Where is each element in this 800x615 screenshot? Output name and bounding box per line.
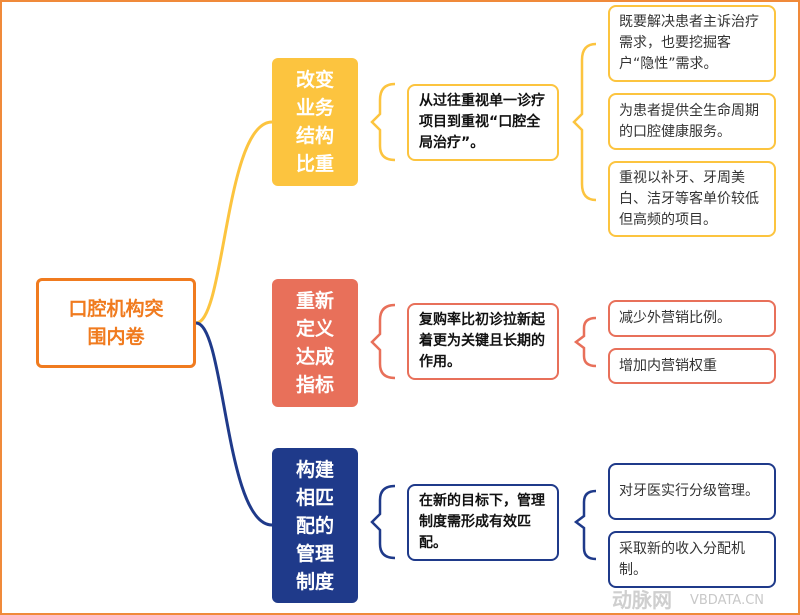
branch-node-2: 重新定义达成指标 bbox=[272, 279, 358, 407]
detail-text: 增加内营销权重 bbox=[619, 357, 717, 374]
bracket-branch-1 bbox=[370, 82, 396, 162]
detail-text: 减少外营销比例。 bbox=[619, 310, 731, 326]
summary-text: 复购率比初诊拉新起着更为关键且长期的作用。 bbox=[419, 312, 545, 370]
bracket-details-3 bbox=[573, 489, 597, 561]
watermark-site: VBDATA.CN bbox=[690, 593, 765, 608]
detail-node: 对牙医实行分级管理。 bbox=[608, 463, 776, 520]
summary-node-2: 复购率比初诊拉新起着更为关键且长期的作用。 bbox=[407, 303, 559, 380]
detail-text: 为患者提供全生命周期的口腔健康服务。 bbox=[619, 102, 759, 140]
summary-text: 从过往重视单一诊疗项目到重视“口腔全局治疗”。 bbox=[419, 93, 545, 151]
detail-text: 采取新的收入分配机制。 bbox=[619, 540, 745, 578]
branch-node-3: 构建相匹配的管理制度 bbox=[272, 448, 358, 603]
bracket-branch-3 bbox=[370, 484, 396, 560]
detail-node: 为患者提供全生命周期的口腔健康服务。 bbox=[608, 93, 776, 150]
bracket-details-1 bbox=[572, 42, 597, 202]
detail-node: 采取新的收入分配机制。 bbox=[608, 531, 776, 588]
summary-text: 在新的目标下，管理制度需形成有效匹配。 bbox=[419, 493, 545, 551]
bracket-branch-2 bbox=[370, 303, 396, 380]
detail-node: 重视以补牙、牙周美白、洁牙等客单价较低但高频的项目。 bbox=[608, 161, 776, 237]
detail-text: 对牙医实行分级管理。 bbox=[619, 483, 759, 499]
branch-label: 构建相匹配的管理制度 bbox=[295, 458, 334, 593]
detail-node: 减少外营销比例。 bbox=[608, 300, 776, 337]
connector-root-branch-1 bbox=[195, 120, 273, 325]
connector-root-branch-3 bbox=[195, 321, 273, 527]
branch-label: 改变业务结构比重 bbox=[295, 69, 334, 175]
detail-text: 重视以补牙、牙周美白、洁牙等客单价较低但高频的项目。 bbox=[619, 169, 759, 228]
root-node: 口腔机构突围内卷 bbox=[36, 278, 196, 368]
branch-node-1: 改变业务结构比重 bbox=[272, 58, 358, 186]
branch-label: 重新定义达成指标 bbox=[295, 290, 334, 396]
detail-text: 既要解决患者主诉治疗需求，也要挖掘客户“隐性”需求。 bbox=[619, 14, 759, 72]
detail-node: 既要解决患者主诉治疗需求，也要挖掘客户“隐性”需求。 bbox=[608, 5, 776, 82]
bracket-details-2 bbox=[573, 316, 597, 368]
summary-node-1: 从过往重视单一诊疗项目到重视“口腔全局治疗”。 bbox=[407, 84, 559, 161]
summary-node-3: 在新的目标下，管理制度需形成有效匹配。 bbox=[407, 484, 559, 561]
detail-node: 增加内营销权重 bbox=[608, 348, 776, 384]
root-label: 口腔机构突围内卷 bbox=[68, 298, 164, 348]
watermark-logo: 动脉网 bbox=[612, 588, 672, 612]
